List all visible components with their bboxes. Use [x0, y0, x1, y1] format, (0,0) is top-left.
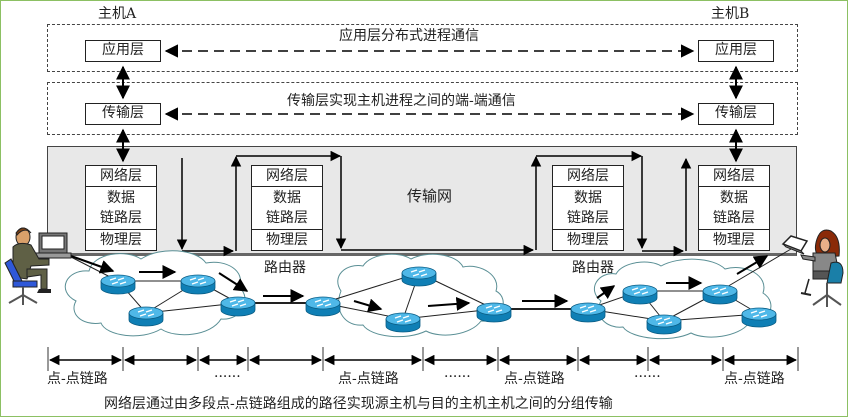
physical-layer: 物理层 [713, 232, 755, 248]
router-icon [401, 266, 437, 287]
man-at-desktop-computer-icon [4, 227, 72, 305]
network-layer: 网络层 [699, 166, 769, 187]
transport-network-label: 传输网 [407, 187, 453, 205]
network-layer: 网络层 [86, 166, 156, 187]
link-label-2: 点-点链路 [338, 371, 399, 387]
host-b-stack: 网络层 数据 链路层 物理层 [698, 165, 770, 251]
data-link-layer: 数据 链路层 [252, 187, 322, 230]
data-link-layer: 数据 链路层 [86, 187, 156, 230]
physical-layer: 物理层 [266, 232, 308, 248]
packet-route [176, 150, 692, 257]
data-link-layer-line2: 链路层 [266, 210, 308, 226]
router-2-stack: 网络层 数据 链路层 物理层 [552, 165, 624, 251]
router-icon [220, 296, 256, 317]
hop-arrows [70, 255, 769, 313]
data-link-layer-line2: 链路层 [713, 210, 755, 226]
application-caption: 应用层分布式进程通信 [339, 28, 479, 44]
router-icon [305, 296, 341, 317]
transport-network-panel [47, 146, 797, 256]
physical-layer: 物理层 [567, 232, 609, 248]
router-label-2: 路由器 [572, 260, 614, 276]
cloud-icon-middle [337, 253, 504, 338]
router-icon [476, 302, 512, 323]
router-icon [741, 307, 777, 328]
host-a-label: 主机A [98, 6, 137, 22]
data-link-layer-line1: 数据 [273, 190, 301, 206]
host-a-transport-layer: 传输层 [85, 103, 161, 125]
router-icon [128, 306, 164, 327]
host-b-application-layer: 应用层 [698, 40, 774, 62]
router-icon [702, 284, 738, 305]
host-b-transport-layer: 传输层 [698, 103, 774, 125]
data-link-layer: 数据 链路层 [553, 187, 623, 230]
cloud-icon-right [594, 258, 772, 340]
link-label-1: 点-点链路 [47, 371, 108, 387]
router-icon [100, 274, 136, 295]
link-ellipsis-2: ······ [444, 369, 471, 385]
host-b-label: 主机B [711, 6, 750, 22]
physical-layer: 物理层 [100, 232, 142, 248]
application-layer-region [47, 24, 798, 72]
router-icon [385, 312, 421, 333]
data-link-layer-line1: 数据 [720, 190, 748, 206]
data-link-layer-line1: 数据 [574, 190, 602, 206]
host-a-application-layer: 应用层 [85, 40, 161, 62]
link-label-3: 点-点链路 [504, 371, 565, 387]
data-link-layer-line2: 链路层 [100, 210, 142, 226]
network-layer: 网络层 [252, 166, 322, 187]
transport-layer-region [47, 82, 798, 135]
link-segments [47, 347, 799, 371]
link-ellipsis-3: ······ [634, 369, 661, 385]
figure-caption: 网络层通过由多段点-点链路组成的路径实现源主机与目的主机主机之间的分组传输 [104, 396, 613, 412]
router-icon [180, 274, 216, 295]
data-link-layer-line2: 链路层 [567, 210, 609, 226]
router-icon [570, 302, 606, 323]
router-icon [646, 314, 682, 335]
link-ellipsis-1: ······ [214, 369, 241, 385]
transport-caption: 传输层实现主机进程之间的端-端通信 [287, 93, 516, 109]
link-label-4: 点-点链路 [724, 371, 785, 387]
router-label-1: 路由器 [264, 260, 306, 276]
router-icon [622, 284, 658, 305]
routers [100, 266, 777, 335]
data-link-layer: 数据 链路层 [699, 187, 769, 230]
woman-at-laptop-icon [781, 229, 844, 307]
network-layer: 网络层 [553, 166, 623, 187]
router-1-stack: 网络层 数据 链路层 物理层 [251, 165, 323, 251]
data-link-layer-line1: 数据 [107, 190, 135, 206]
host-a-stack: 网络层 数据 链路层 物理层 [85, 165, 157, 251]
